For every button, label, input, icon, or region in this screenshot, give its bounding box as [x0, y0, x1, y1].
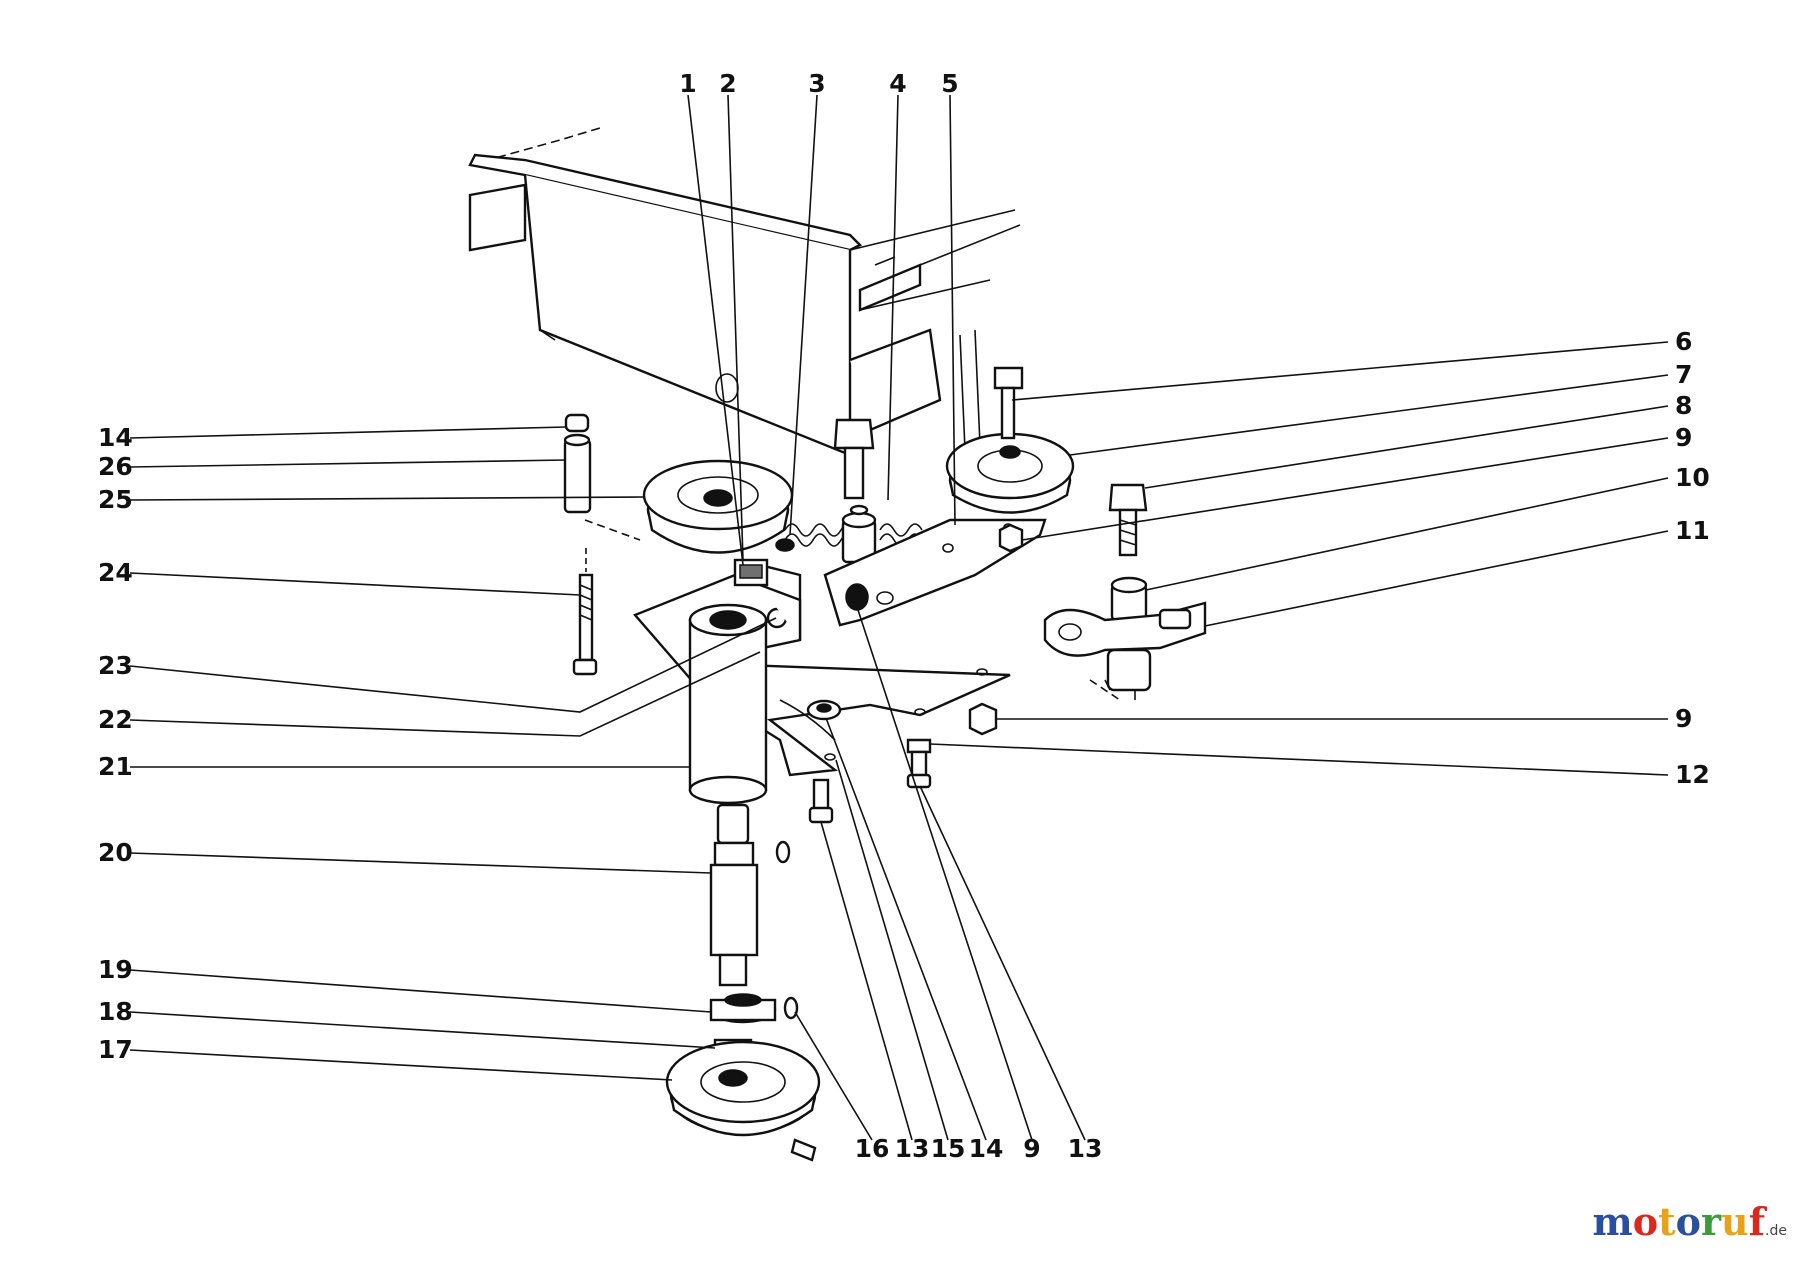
callout-label: 13: [1068, 1134, 1103, 1163]
woodruff-key: [783, 996, 799, 1020]
callout-label: 12: [1675, 760, 1710, 789]
callout-label: 1: [679, 69, 696, 98]
switch-bracket: [733, 558, 802, 640]
callout-labels: 1 2 3 4 5 6 7 8 9 10 11 9 12 14 26 25 24…: [98, 69, 1710, 1163]
callout-label: 19: [98, 955, 133, 984]
nut-lower: [968, 702, 998, 736]
callout-label: 3: [808, 69, 825, 98]
spindle-shaft: [709, 803, 791, 987]
spindle-housing: [688, 603, 768, 805]
bolt-right-pulley: [993, 366, 1024, 440]
callout-label: 11: [1675, 516, 1710, 545]
callout-label: 21: [98, 752, 133, 781]
idler-pulley-right: [945, 432, 1075, 514]
callout-label: 2: [719, 69, 736, 98]
washer-stack: [806, 699, 842, 721]
spindle-pulley: [665, 1040, 821, 1162]
watermark-suffix: .de: [1765, 1223, 1787, 1239]
callout-label: 9: [1675, 704, 1692, 733]
callout-label: 26: [98, 452, 133, 481]
callout-label: 7: [1675, 360, 1692, 389]
callout-label: 25: [98, 485, 133, 514]
callout-label: 23: [98, 651, 133, 680]
callout-label: 14: [969, 1134, 1004, 1163]
tension-spring: [775, 523, 923, 552]
motoruf-watermark: motoruf.de: [1593, 1199, 1787, 1244]
callout-label: 15: [931, 1134, 966, 1163]
callout-label: 4: [889, 69, 906, 98]
watermark-text: motoruf: [1592, 1199, 1766, 1244]
callout-label: 5: [941, 69, 958, 98]
deck-housing: [468, 127, 1021, 457]
long-bolt: [572, 548, 598, 676]
bolt-lower-left: [808, 778, 834, 824]
callout-label: 20: [98, 838, 133, 867]
callout-label: 13: [895, 1134, 930, 1163]
callout-label: 6: [1675, 327, 1692, 356]
callout-label: 24: [98, 558, 133, 587]
bolt-and-bracket-right: [1043, 483, 1207, 701]
callout-label: 22: [98, 705, 133, 734]
callout-label: 8: [1675, 391, 1692, 420]
spacer-and-bolt: [563, 413, 641, 541]
callout-label: 9: [1023, 1134, 1040, 1163]
callout-label: 10: [1675, 463, 1710, 492]
callout-label: 17: [98, 1035, 133, 1064]
leader-lines: [129, 94, 1669, 1141]
idler-pulley-left: [642, 459, 794, 554]
callout-label: 9: [1675, 423, 1692, 452]
pivot-bolt-center: [833, 418, 877, 564]
nut-upper: [998, 523, 1024, 553]
callout-label: 16: [855, 1134, 890, 1163]
callout-label: 14: [98, 423, 133, 452]
bolt-lower-right: [906, 738, 932, 789]
callout-label: 18: [98, 997, 133, 1026]
